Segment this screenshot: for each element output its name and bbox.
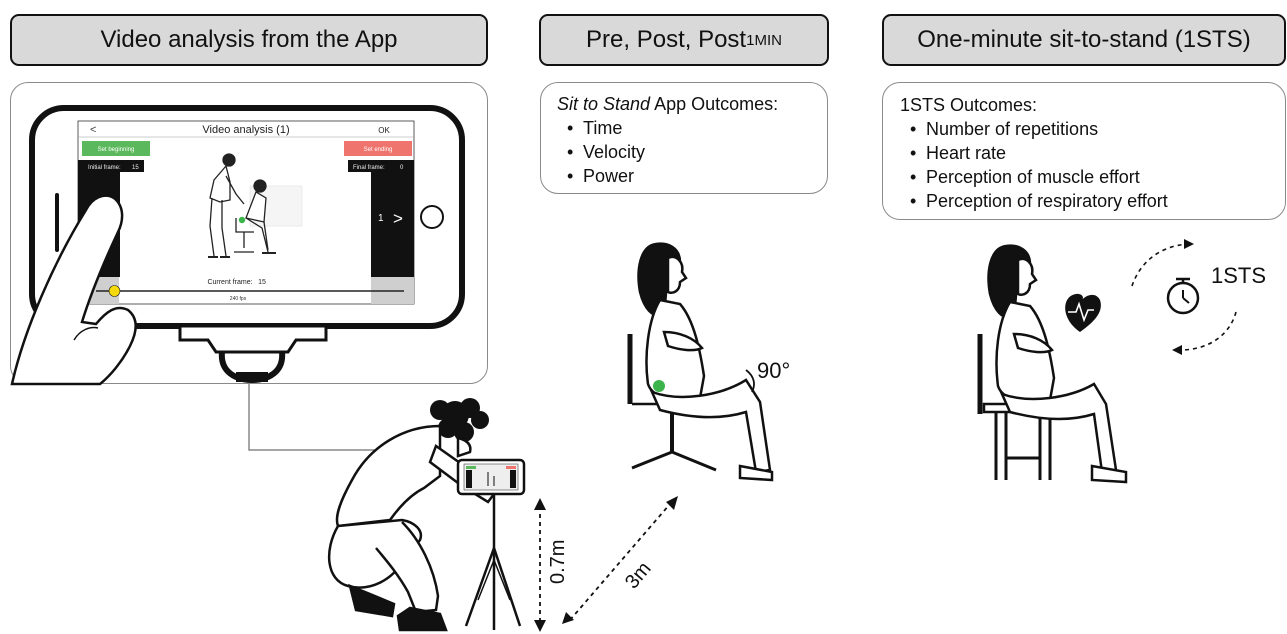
list-item: Heart rate [900,141,1168,165]
app-outcomes-title-italic: Sit to Stand [557,94,651,114]
frame-slider-thumb[interactable] [108,285,121,297]
distance-arrow [569,503,671,621]
list-item: Power [557,164,778,188]
list-item: Perception of respiratory effort [900,189,1168,213]
angle-label: 90° [757,358,790,383]
header-video-analysis-text: Video analysis from the App [100,26,398,53]
current-frame-label: Current frame: [207,279,252,286]
timer-label: 1STS [1211,263,1266,288]
nav-frame-number: 1 [378,213,384,224]
header-pre-post-text: Pre, Post, Post [586,26,747,53]
sts-outcomes: 1STS Outcomes: Number of repetitions Hea… [900,93,1168,213]
set-ending-label: Set ending [364,147,393,153]
seated-patient [627,242,774,482]
marker-dot [653,380,665,392]
app-outcomes-title: Sit to Stand App Outcomes: [557,92,778,116]
header-one-minute-sts: One-minute sit-to-stand (1STS) [882,14,1286,66]
sts-patient [977,244,1128,484]
assessor-figure [327,398,496,632]
app-outcomes: Sit to Stand App Outcomes: Time Velocity… [557,92,778,188]
list-item: Velocity [557,140,778,164]
header-pre-post-subscript: 1MIN [746,31,782,49]
header-one-minute-sts-text: One-minute sit-to-stand (1STS) [917,26,1251,53]
app-ok-button[interactable]: OK [378,126,390,135]
app-outcomes-title-rest: App Outcomes: [650,94,779,114]
next-frame-chevron-icon[interactable]: > [393,209,403,228]
tripod-phone [456,458,526,496]
heart-rate-icon [1065,293,1101,332]
app-outcomes-list: Time Velocity Power [557,116,778,188]
fps-label: 240 fps [230,296,247,302]
initial-frame-value: 15 [132,165,139,171]
list-item: Number of repetitions [900,117,1168,141]
list-item: Perception of muscle effort [900,165,1168,189]
height-label: 0.7m [547,540,569,584]
set-beginning-button[interactable] [82,141,150,156]
tripod [464,494,522,630]
initial-frame-label: Initial frame: [88,165,121,171]
home-button[interactable] [420,205,444,229]
sts-outcomes-title: 1STS Outcomes: [900,95,1038,115]
list-item: Time [557,116,778,140]
hand [10,194,137,386]
current-frame-value: 15 [258,279,266,286]
set-beginning-label: Set beginning [98,147,135,153]
stopwatch-icon [1166,277,1200,315]
set-ending-button[interactable] [344,141,412,156]
app-back-icon[interactable]: < [90,124,96,136]
final-frame-label: Final frame: [353,165,385,171]
app-screen: < Video analysis (1) OK Set beginning Se… [77,120,415,305]
distance-label: 3m [621,558,656,593]
cycle-arrows [1131,243,1237,351]
final-frame-value: 0 [400,165,404,171]
sts-outcomes-list: Number of repetitions Heart rate Percept… [900,117,1168,213]
app-title: Video analysis (1) [202,124,289,136]
mini-scene [208,153,303,258]
header-video-analysis: Video analysis from the App [10,14,488,66]
